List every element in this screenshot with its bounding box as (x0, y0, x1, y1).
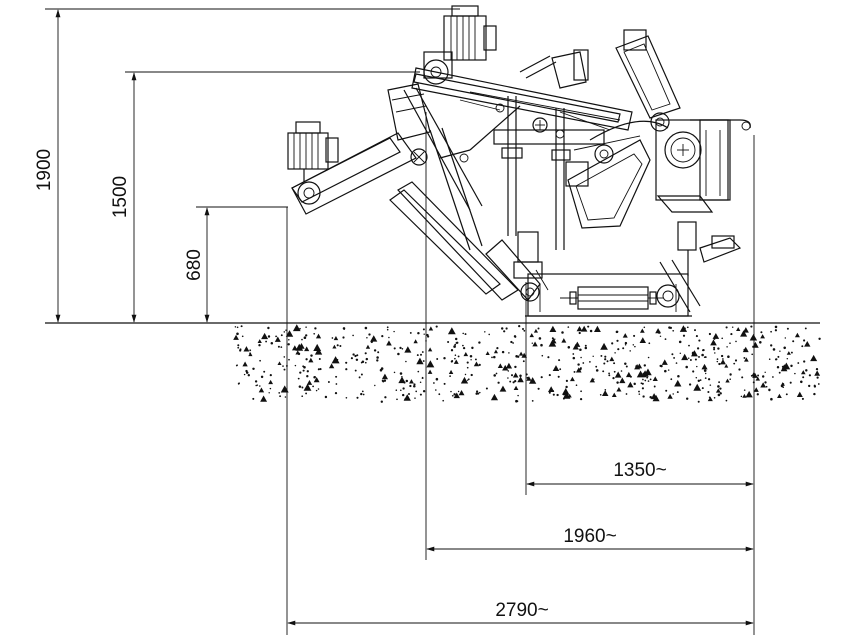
lower-pulley-icon (297, 181, 321, 205)
dimension-680: 680 (184, 206, 288, 323)
upper-motor-icon (423, 5, 497, 79)
dimension-label-2790: 2790~ (495, 600, 548, 621)
bottom-chute (485, 231, 549, 302)
top-cylinder (615, 29, 681, 132)
support-struts (387, 83, 519, 301)
bottom-roller-icon (520, 282, 540, 302)
dimension-2790: 2790~ (287, 600, 754, 626)
drum-housing (655, 119, 751, 201)
right-wheel-icon (656, 284, 680, 308)
right-lower-arm (656, 195, 742, 313)
drum-roller-icon (664, 131, 702, 169)
extension-lines (286, 112, 755, 635)
dimension-1350: 1350~ (526, 460, 754, 487)
dimension-1500: 1500 (110, 71, 420, 323)
dimension-label-1500: 1500 (110, 176, 131, 218)
dimension-label-1350: 1350~ (613, 460, 666, 481)
lower-conveyor-arm (291, 132, 428, 215)
dimension-1900: 1900 (34, 8, 460, 323)
guide-wheel (589, 120, 669, 164)
dimension-label-1900: 1900 (34, 149, 55, 191)
dimension-label-680: 680 (184, 249, 205, 281)
hopper (565, 135, 651, 229)
upper-conveyor-arm (411, 59, 633, 131)
central-frame (493, 49, 605, 250)
dimension-label-1960: 1960~ (563, 526, 616, 547)
dimension-1960: 1960~ (426, 526, 754, 552)
lower-motor-icon (287, 121, 339, 182)
connecting-rods (439, 99, 611, 163)
machine-assembly (287, 5, 751, 317)
base-frame (525, 273, 692, 317)
ground-hatch (233, 324, 821, 403)
